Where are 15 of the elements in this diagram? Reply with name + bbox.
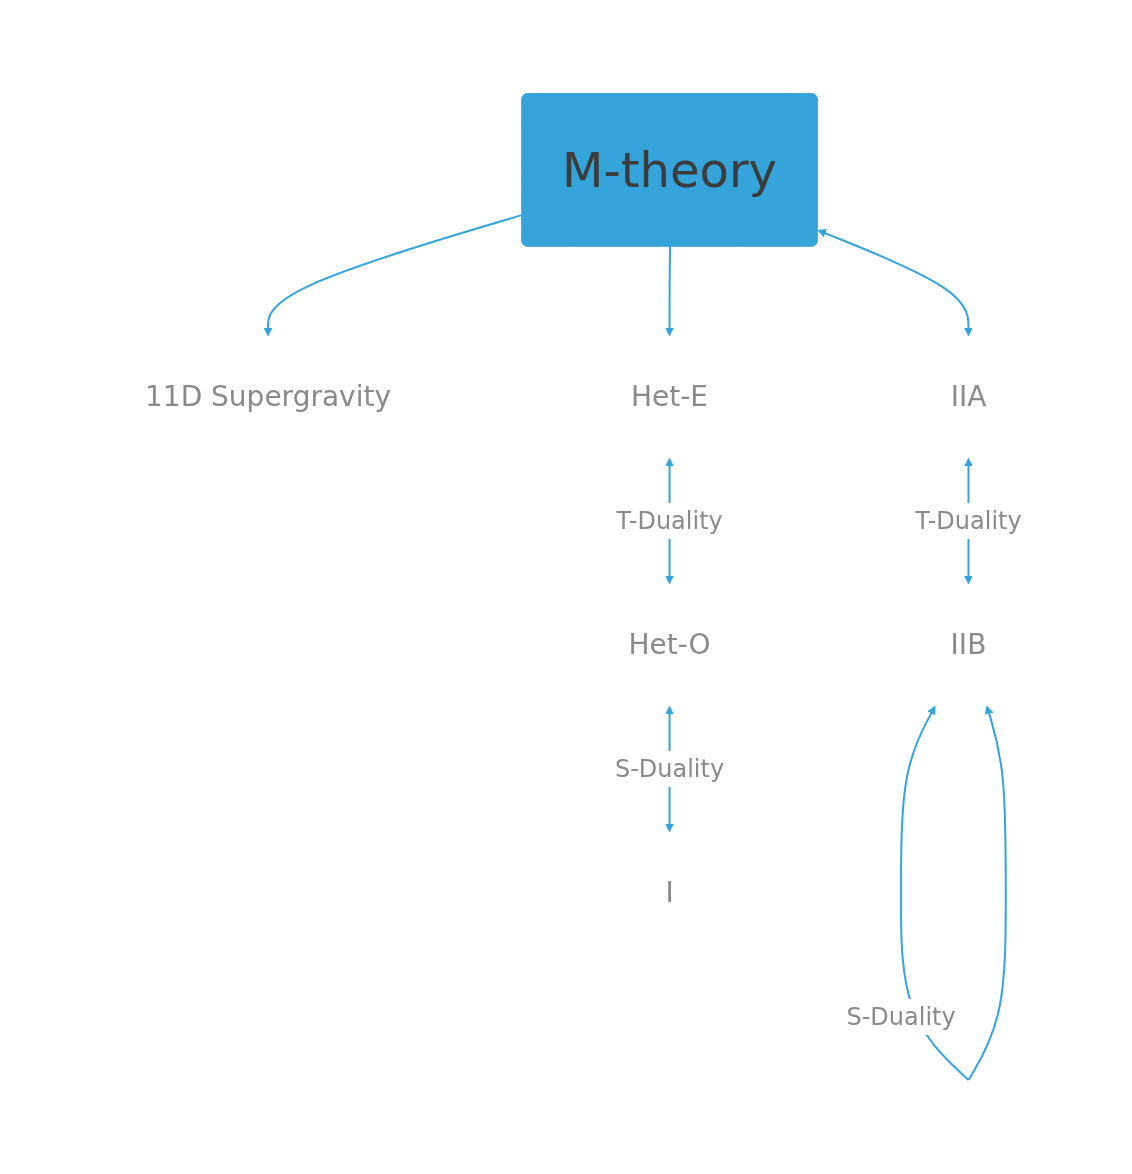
node-text: 11D Supergravity [145,379,392,413]
arrow [817,229,974,337]
node-text: I [665,875,674,909]
node-text: Het-O [628,627,711,661]
edge-label: T-Duality [616,506,724,535]
node-text: IIB [950,627,987,661]
edge-label: T-Duality [915,506,1023,535]
edge-label: S-Duality [846,1002,957,1031]
arrow [665,245,675,337]
arrow [263,213,524,337]
arrow [967,705,1008,1081]
node-text: Het-E [631,379,709,413]
node-text: IIA [950,379,987,413]
arrow [900,705,936,894]
edge-label: S-Duality [615,754,725,783]
